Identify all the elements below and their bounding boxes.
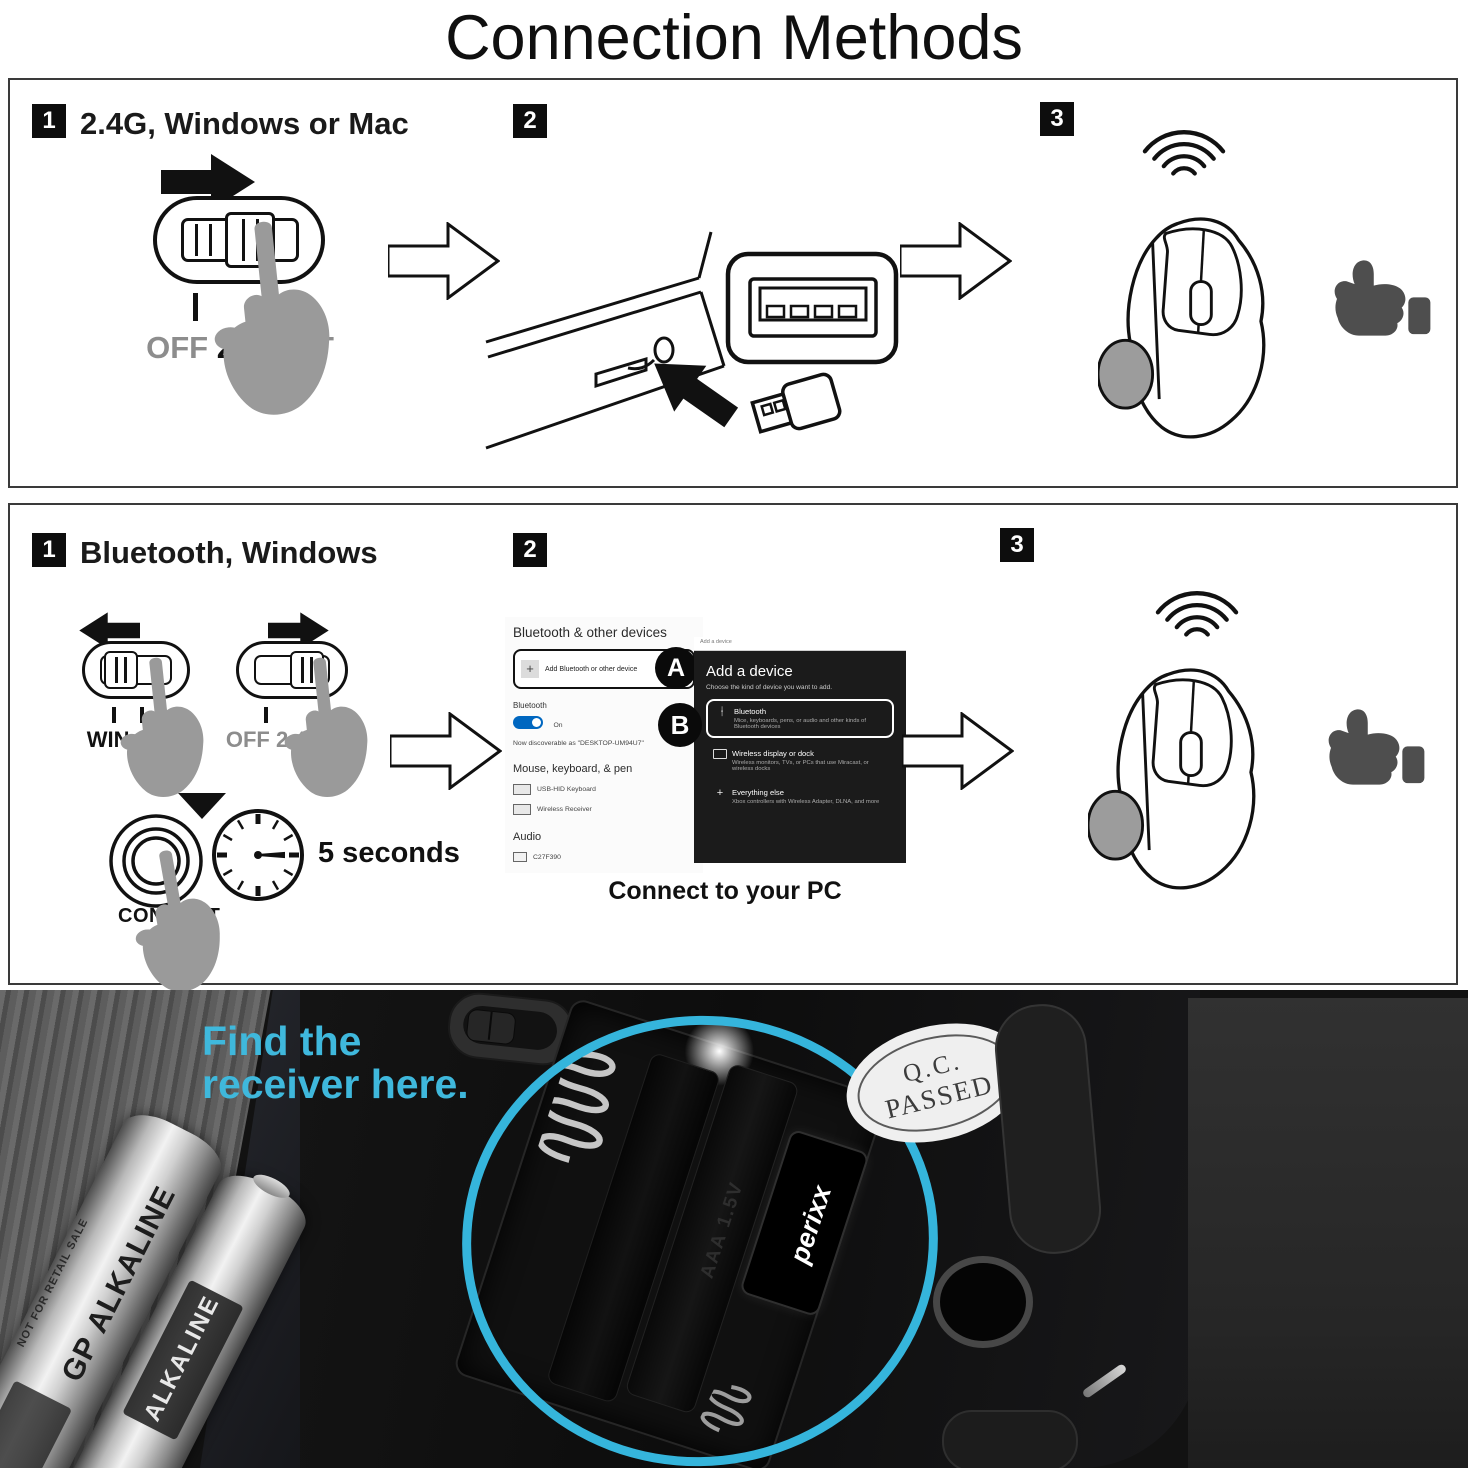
receiver-location-photo: AAA 1.5V perixx Find the receiver here. … — [0, 990, 1468, 1468]
keyboard-icon — [513, 784, 531, 795]
plus-icon: + — [521, 660, 539, 678]
battery-print-block — [0, 1380, 73, 1468]
pointing-hand-icon — [202, 216, 338, 421]
step-2-badge: 2 — [513, 533, 547, 567]
usb-dongle-icon — [750, 372, 842, 434]
bluetooth-label: Bluetooth — [513, 701, 547, 710]
duration-label: 5 seconds — [318, 837, 460, 869]
glide-pad — [942, 1410, 1078, 1468]
caption-line-1: Find the — [202, 1018, 362, 1064]
panel-bluetooth: 1 Bluetooth, Windows WIN OS X OFF — [8, 503, 1458, 999]
settings-title: Bluetooth & other devices — [513, 625, 667, 640]
connect-pc-caption: Connect to your PC — [608, 877, 842, 905]
dialog-item-everything: + Everything else Xbox controllers with … — [706, 782, 894, 811]
add-device-dialog: Add a device Choose the kind of device y… — [658, 651, 906, 863]
mousepad-edge — [1188, 998, 1468, 1468]
next-step-arrow-icon — [390, 712, 502, 790]
next-step-arrow-icon — [900, 222, 1012, 300]
panel-bt-heading: Bluetooth, Windows — [80, 535, 378, 570]
keyboard-icon — [513, 804, 531, 815]
battery-spring-icon — [537, 1051, 616, 1163]
pointing-hand-icon — [276, 653, 374, 802]
discoverable-text: Now discoverable as "DESKTOP-UM94U7" — [513, 740, 644, 747]
panel-24g-heading: 2.4G, Windows or Mac — [80, 106, 409, 141]
thumbs-up-icon — [1334, 260, 1431, 336]
switch-illustration-bt: OFF 2.4G BT — [210, 605, 380, 845]
page-title: Connection Methods — [445, 3, 1023, 73]
display-icon — [713, 749, 727, 762]
step-3-badge: 3 — [1040, 102, 1074, 136]
toggle-state: On — [553, 722, 563, 729]
step-3-badge: 3 — [1000, 528, 1034, 562]
thumbs-up-icon — [1328, 709, 1425, 785]
connect-illustration: 5 seconds CONNECT — [100, 805, 520, 999]
section-audio: Audio — [513, 831, 542, 843]
bluetooth-toggle — [513, 716, 543, 730]
switch-illustration-24g: OFF 2.4G BT — [105, 148, 375, 468]
down-triangle-icon — [178, 793, 226, 819]
step-1-badge: 1 — [32, 533, 66, 567]
next-step-arrow-icon — [902, 712, 1014, 790]
device-usb-hid: USB-HID Keyboard — [537, 786, 596, 793]
battery-spring-icon — [700, 1384, 752, 1433]
callout-a-badge: A — [655, 647, 697, 689]
step-1-badge: 1 — [32, 104, 66, 138]
clock-icon — [212, 809, 304, 901]
dialog-item-bluetooth: ᛂ Bluetooth Mice, keyboards, pens, or au… — [706, 699, 894, 738]
monitor-icon — [513, 852, 527, 862]
device-audio: C27F390 — [533, 853, 561, 861]
switch-illustration-mode: WIN OS X — [60, 605, 210, 845]
trackball-mouse-icon — [1088, 668, 1256, 890]
dialog-item-display: Wireless display or dock Wireless monito… — [706, 743, 894, 778]
add-device-button: + Add Bluetooth or other device A — [513, 647, 697, 689]
section-mouse-keyboard: Mouse, keyboard, & pen — [513, 763, 633, 775]
dialog-subtitle: Choose the kind of device you want to ad… — [706, 684, 833, 691]
dialog-title: Add a device — [706, 663, 793, 680]
panel-24g: 1 2.4G, Windows or Mac OFF 2.4G BT 2 — [8, 78, 1458, 488]
trackball-mouse-icon — [1098, 217, 1266, 439]
sensor-ring — [933, 1256, 1033, 1348]
add-device-label: Add Bluetooth or other device — [545, 665, 638, 673]
step-2-badge: 2 — [513, 104, 547, 138]
caption-line-2: receiver here. — [202, 1061, 469, 1108]
bluetooth-icon: ᛂ — [718, 706, 726, 718]
callout-b-badge: B — [658, 703, 702, 747]
laptop-usb-illustration — [485, 231, 899, 450]
dialog-window-title: Add a device — [694, 637, 906, 651]
label-off: OFF — [146, 330, 209, 365]
wireless-signal-icon — [1132, 124, 1236, 188]
device-wireless-receiver: Wireless Receiver — [537, 806, 592, 813]
label-off: OFF — [225, 727, 270, 752]
plus-icon: + — [716, 787, 724, 799]
photo-caption: Find the receiver here. — [202, 1018, 469, 1108]
battery-compartment: AAA 1.5V perixx — [452, 996, 888, 1468]
connect-button-icon — [109, 814, 203, 908]
wireless-signal-icon — [1145, 585, 1249, 649]
